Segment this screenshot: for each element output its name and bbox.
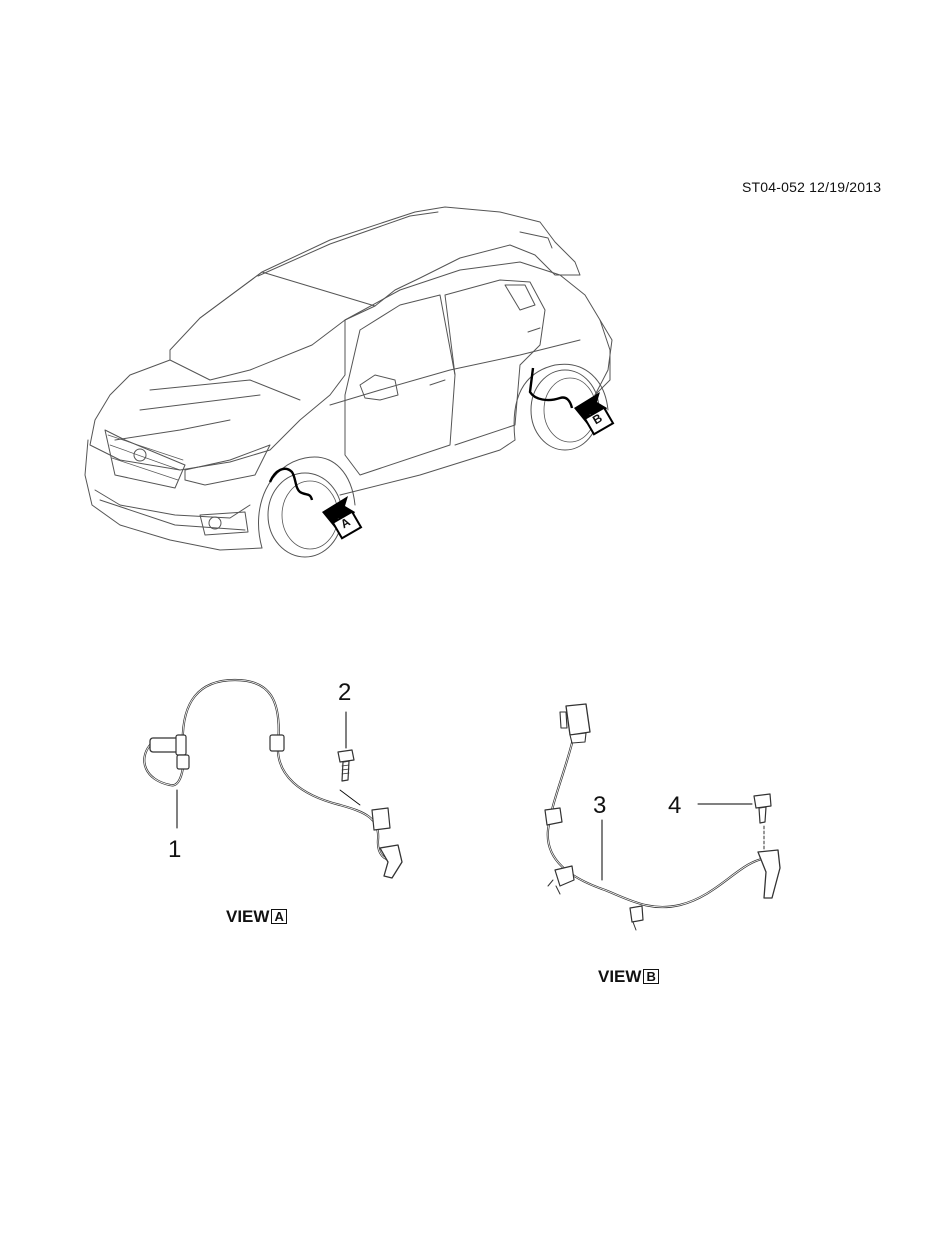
car-harness-front — [268, 467, 314, 501]
roof-rail — [257, 211, 553, 277]
view-b-word: VIEW — [598, 967, 642, 986]
front-fascia — [84, 439, 263, 551]
lower-intake — [94, 489, 251, 531]
front-arch — [258, 456, 356, 549]
part-3-connector — [565, 703, 591, 736]
callout-3: 3 — [593, 792, 607, 819]
hood — [89, 319, 346, 471]
front-door — [344, 294, 456, 476]
fog-lamp — [199, 511, 249, 536]
part-2-bolt — [337, 749, 355, 782]
car-harness-rear — [528, 367, 574, 409]
callout-2: 2 — [338, 679, 352, 706]
leader-2b — [339, 789, 361, 806]
part-1-cable — [143, 678, 394, 862]
mirror — [359, 374, 399, 401]
fog-lamp-lens — [208, 516, 222, 530]
reference-code: ST04-052 12/19/2013 — [742, 179, 882, 195]
side-profile — [344, 261, 611, 396]
door-handles — [429, 327, 541, 386]
view-b-letter: B — [643, 969, 659, 984]
view-a-letter: A — [271, 909, 287, 924]
vehicle-illustration — [84, 206, 613, 558]
sill — [339, 439, 516, 496]
part-1-sensor — [379, 844, 403, 879]
rear-fascia — [594, 319, 613, 396]
grille — [104, 429, 186, 489]
roof-outline — [199, 206, 581, 319]
rear-quarter-window — [504, 284, 536, 311]
part-3-sensor — [757, 849, 781, 899]
part-3-cable — [546, 733, 777, 909]
windshield — [169, 271, 376, 381]
view-a-parts — [143, 678, 403, 879]
rear-door — [444, 279, 546, 446]
view-b-parts — [544, 703, 781, 931]
part-4-bolt — [753, 793, 772, 824]
grille-logo — [133, 448, 147, 462]
view-a-word: VIEW — [226, 907, 270, 926]
arrow-a-icon — [322, 496, 363, 540]
callout-4: 4 — [668, 792, 682, 819]
headlamp — [184, 444, 271, 486]
hood-lines — [114, 379, 301, 441]
callout-1: 1 — [168, 836, 182, 863]
arrow-b-icon — [574, 392, 615, 436]
